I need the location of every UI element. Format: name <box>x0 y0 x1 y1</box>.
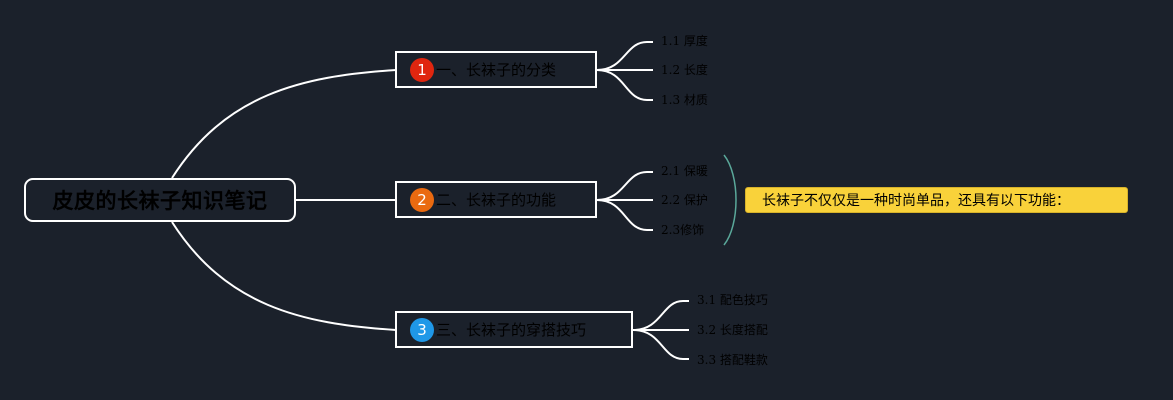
connector-topic-1-sub-3 <box>596 69 653 101</box>
main-topic-2-label: 二、长袜子的功能 <box>436 191 557 209</box>
summary-note[interactable]: 长袜子不仅仅是一种时尚单品，还具有以下功能： <box>745 187 1128 213</box>
subtopic-1-2[interactable]: 1.2 长度 <box>661 63 708 77</box>
number-badge-3: 3 <box>410 317 434 342</box>
subtopic-3-1[interactable]: 3.1 配色技巧 <box>697 293 768 307</box>
subtopic-1-3[interactable]: 1.3 材质 <box>661 93 708 107</box>
main-topic-2[interactable]: 2 二、长袜子的功能 <box>395 181 597 218</box>
main-topic-3-label: 三、长袜子的穿搭技巧 <box>436 321 587 339</box>
main-topic-1[interactable]: 1 一、长袜子的分类 <box>395 51 597 88</box>
number-badge-2: 2 <box>410 187 434 212</box>
subtopic-2-1[interactable]: 2.1 保暖 <box>661 164 708 178</box>
subtopic-3-3[interactable]: 3.3 搭配鞋款 <box>697 353 768 367</box>
main-topic-3[interactable]: 3 三、长袜子的穿搭技巧 <box>395 311 633 348</box>
connector-topic-1-sub-1 <box>596 41 653 71</box>
subtopic-1-1[interactable]: 1.1 厚度 <box>661 34 708 48</box>
connector-topic-3-sub-1 <box>632 300 689 331</box>
central-topic-label: 皮皮的长袜子知识笔记 <box>52 189 268 213</box>
summary-bracket <box>723 154 737 246</box>
connector-root-topic-1 <box>171 69 397 179</box>
subtopic-2-2[interactable]: 2.2 保护 <box>661 193 708 207</box>
connector-topic-3-sub-3 <box>632 329 689 360</box>
subtopic-3-2[interactable]: 3.2 长度搭配 <box>697 323 768 337</box>
connector-root-topic-3 <box>171 221 397 331</box>
connector-topic-2-sub-1 <box>596 171 653 201</box>
main-topic-1-label: 一、长袜子的分类 <box>436 61 557 79</box>
connector-topic-2-sub-3 <box>596 199 653 231</box>
summary-note-label: 长袜子不仅仅是一种时尚单品，还具有以下功能： <box>762 193 1070 209</box>
number-badge-1: 1 <box>410 57 434 82</box>
central-topic[interactable]: 皮皮的长袜子知识笔记 <box>24 178 296 222</box>
subtopic-2-3[interactable]: 2.3修饰 <box>661 223 705 237</box>
